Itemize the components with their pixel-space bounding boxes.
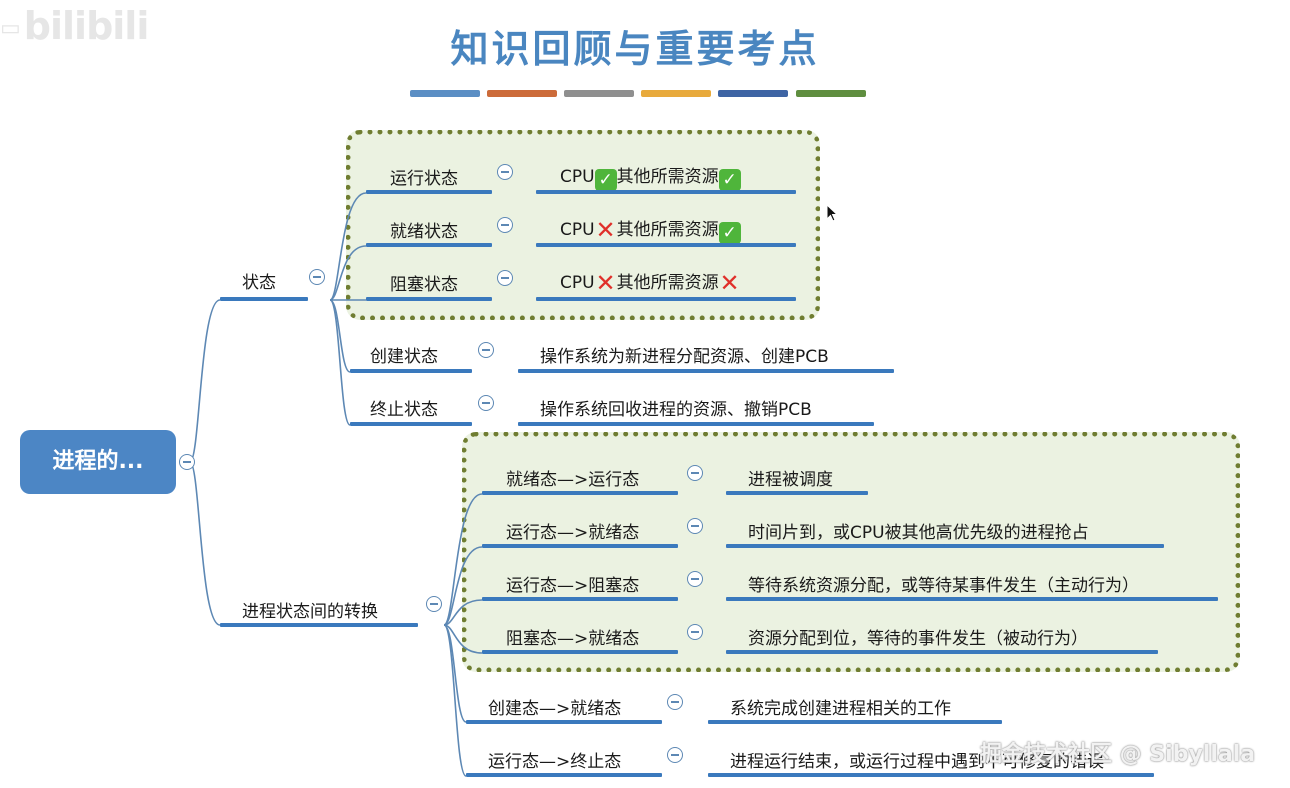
node-underline [536, 190, 796, 194]
branch-label-transitions: 进程状态间的转换 [242, 602, 378, 622]
branch-underline [220, 623, 418, 627]
node-underline [536, 243, 796, 247]
node-underline [536, 297, 796, 301]
transition-name: 就绪态—>运行态 [506, 470, 640, 490]
resource-desc: CPU✓其他所需资源✓ [560, 162, 741, 191]
check-icon: ✓ [594, 169, 617, 191]
transition-name: 创建态—>就绪态 [488, 699, 622, 719]
transition-name: 阻塞态—>就绪态 [506, 629, 640, 649]
resource-desc: CPU✕其他所需资源✓ [560, 215, 741, 244]
transition-desc: 时间片到，或CPU被其他高优先级的进程抢占 [748, 523, 1089, 543]
resource-desc: CPU✕其他所需资源✕ [560, 268, 741, 297]
states-highlight-box [346, 130, 820, 320]
node-underline [518, 422, 874, 426]
root-label: 进程的... [52, 449, 144, 474]
collapse-minus-icon[interactable] [687, 571, 703, 587]
cpu-label: CPU [560, 273, 595, 293]
cpu-label: CPU [560, 167, 595, 187]
collapse-minus-icon[interactable] [497, 270, 513, 286]
collapse-minus-icon[interactable] [687, 465, 703, 481]
transition-desc: 进程运行结束，或运行过程中遇到不可修复的错误 [730, 752, 1104, 772]
node-underline [726, 491, 868, 495]
node-underline [708, 773, 1154, 777]
title-bar-4 [641, 90, 711, 97]
collapse-minus-icon[interactable] [667, 747, 683, 763]
collapse-minus-icon[interactable] [687, 518, 703, 534]
cpu-label: CPU [560, 220, 595, 240]
cross-icon: ✕ [595, 269, 616, 297]
collapse-minus-icon[interactable] [426, 596, 442, 612]
transition-name: 运行态—>终止态 [488, 752, 622, 772]
transition-name: 运行态—>阻塞态 [506, 576, 640, 596]
transition-desc: 资源分配到位，等待的事件发生（被动行为） [748, 629, 1088, 649]
others-label: 其他所需资源 [616, 167, 719, 187]
root-node[interactable]: 进程的... [20, 430, 176, 494]
state-name: 终止状态 [370, 400, 438, 420]
page-title: 知识回顾与重要考点 [450, 26, 820, 71]
state-name: 创建状态 [370, 347, 438, 367]
check-icon: ✓ [718, 222, 741, 244]
node-underline [366, 190, 492, 194]
transition-desc: 系统完成创建进程相关的工作 [730, 699, 951, 719]
node-underline [726, 650, 1158, 654]
node-underline [726, 544, 1164, 548]
collapse-minus-icon[interactable] [179, 454, 195, 470]
node-underline [366, 297, 492, 301]
title-bar-5 [718, 90, 788, 97]
state-desc: 操作系统为新进程分配资源、创建PCB [540, 347, 829, 367]
node-underline [482, 491, 678, 495]
node-underline [366, 243, 492, 247]
collapse-minus-icon[interactable] [497, 217, 513, 233]
node-underline [466, 773, 662, 777]
others-label: 其他所需资源 [616, 220, 719, 240]
state-name: 运行状态 [390, 169, 458, 189]
node-underline [518, 369, 894, 373]
node-underline [466, 720, 662, 724]
others-label: 其他所需资源 [616, 273, 719, 293]
node-underline [482, 597, 678, 601]
transitions-highlight-box [462, 432, 1240, 672]
title-bar-3 [564, 90, 634, 97]
collapse-minus-icon[interactable] [687, 624, 703, 640]
title-bar-1 [410, 90, 480, 97]
state-name: 就绪状态 [390, 222, 458, 242]
collapse-minus-icon[interactable] [309, 269, 325, 285]
check-icon: ✓ [718, 169, 741, 191]
title-bar-6 [796, 90, 866, 97]
branch-label-states: 状态 [242, 273, 276, 293]
collapse-minus-icon[interactable] [667, 694, 683, 710]
transition-name: 运行态—>就绪态 [506, 523, 640, 543]
node-underline [708, 720, 1002, 724]
node-underline [350, 422, 472, 426]
collapse-minus-icon[interactable] [478, 395, 494, 411]
transition-desc: 等待系统资源分配，或等待某事件发生（主动行为） [748, 576, 1139, 596]
cross-icon: ✕ [719, 269, 740, 297]
collapse-minus-icon[interactable] [478, 342, 494, 358]
footer-watermark: 掘金技术社区 @ Sibyllala [980, 742, 1256, 767]
transition-desc: 进程被调度 [748, 470, 833, 490]
collapse-minus-icon[interactable] [497, 164, 513, 180]
state-name: 阻塞状态 [390, 275, 458, 295]
cross-icon: ✕ [595, 216, 616, 244]
node-underline [726, 597, 1218, 601]
node-underline [482, 544, 678, 548]
node-underline [482, 650, 678, 654]
bilibili-logo: ▭bilibili [0, 4, 149, 48]
state-desc: 操作系统回收进程的资源、撤销PCB [540, 400, 812, 420]
title-bar-2 [487, 90, 557, 97]
node-underline [350, 369, 472, 373]
mouse-cursor-icon [826, 204, 838, 222]
branch-underline [220, 297, 308, 301]
